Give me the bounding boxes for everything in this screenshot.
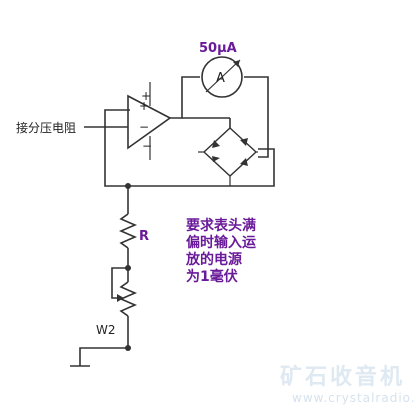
- opamp-plus-sign: +: [139, 99, 149, 113]
- meter-right-wire: [244, 76, 269, 158]
- opamp-triangle: [127, 94, 172, 150]
- pot-wiper-arrow: [117, 294, 124, 302]
- resistor-r: [118, 213, 138, 249]
- opamp-supply-plus: +: [141, 89, 151, 103]
- microammeter: A 50μA: [199, 41, 243, 98]
- pot-body: [118, 281, 138, 317]
- diode-1: [212, 140, 220, 148]
- pot-wiper-link: [111, 267, 128, 299]
- pot-label: W2: [96, 323, 116, 337]
- potentiometer-w2: W2: [96, 267, 138, 348]
- opamp-supply-minus: −: [142, 139, 152, 153]
- note-line-3: 放的电源: [185, 251, 242, 268]
- note-line-2: 偏时输入运: [186, 234, 256, 251]
- ground-wire: [79, 347, 128, 366]
- meter-arrowhead: [233, 60, 240, 67]
- opamp: + − + −: [127, 82, 172, 160]
- requirement-note: 要求表头满 偏时输入运 放的电源 为1毫伏: [185, 217, 256, 285]
- resistor-label: R: [139, 229, 149, 244]
- watermark-title: 矿石收音机: [280, 364, 405, 390]
- opamp-minus-sign: −: [139, 120, 149, 134]
- input-label: 接分压电阻: [16, 120, 76, 135]
- diode-3: [212, 156, 220, 162]
- output-to-meter-wire: [170, 76, 200, 119]
- meter-needle: [205, 59, 241, 93]
- diode-4: [240, 158, 248, 166]
- watermark: 矿石收音机 www.crystalradio.cn: [280, 364, 416, 405]
- note-line-4: 为1毫伏: [186, 268, 238, 285]
- meter-current-label: 50μA: [199, 41, 237, 56]
- meter-symbol: A: [216, 71, 225, 86]
- bridge-rectifier: [198, 127, 258, 186]
- feedback-wire: [104, 109, 275, 187]
- bridge-outline: [202, 127, 258, 177]
- note-line-1: 要求表头满: [186, 217, 256, 234]
- diode-2: [240, 138, 248, 146]
- watermark-url: www.crystalradio.cn: [292, 391, 416, 405]
